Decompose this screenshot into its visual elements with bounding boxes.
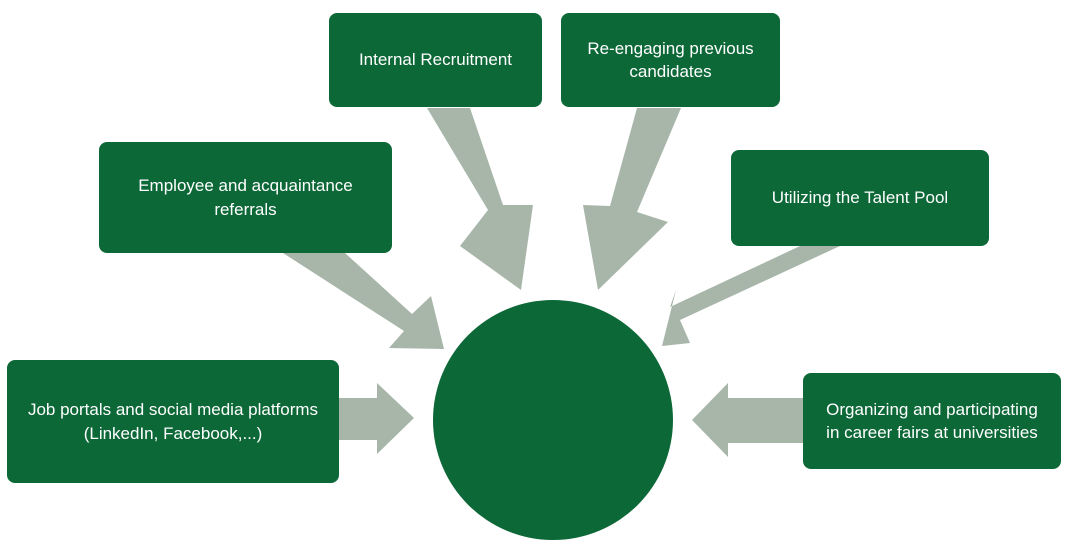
arrow-reengage-to-hub [583, 108, 681, 290]
box-internal-recruitment: Internal Recruitment [329, 13, 542, 107]
arrow-talent-to-hub [662, 246, 840, 346]
box-employee-referrals: Employee and acquaintance referrals [99, 142, 392, 253]
arrow-portals-to-hub [339, 383, 414, 454]
arrow-fairs-to-hub [692, 383, 803, 457]
arrow-internal-to-hub [427, 108, 533, 290]
label-internal-recruitment: Internal Recruitment [358, 50, 513, 70]
label-job-portals: Job portals and social media platforms (… [27, 400, 319, 443]
hub-circle [433, 300, 673, 540]
box-talent-pool: Utilizing the Talent Pool [731, 150, 989, 246]
box-reengaging-candidates: Re-engaging previous candidates [561, 13, 780, 107]
arrow-referrals-to-hub [283, 253, 444, 349]
label-career-fairs: Organizing and participating in career f… [826, 399, 1038, 442]
label-employee-referrals: Employee and acquaintance referrals [138, 176, 353, 219]
label-reengaging-candidates: Re-engaging previous candidates [587, 38, 754, 81]
label-talent-pool: Utilizing the Talent Pool [771, 188, 949, 208]
box-career-fairs: Organizing and participating in career f… [803, 373, 1061, 469]
box-job-portals: Job portals and social media platforms (… [7, 360, 339, 483]
